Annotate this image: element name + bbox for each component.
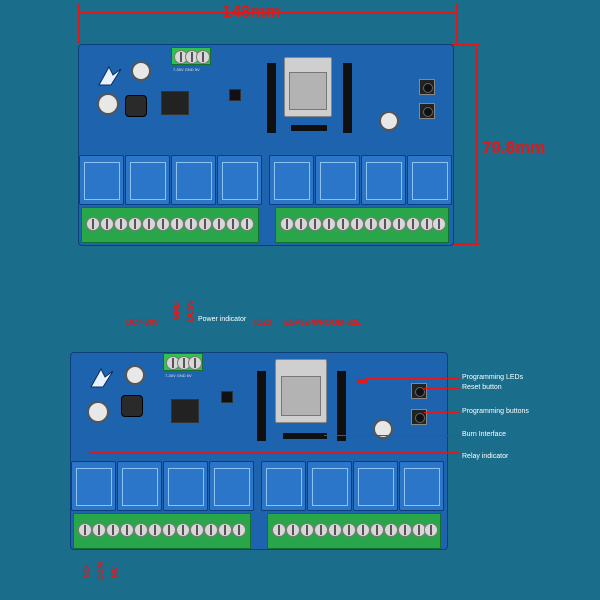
relay <box>171 155 216 205</box>
relay <box>163 461 208 511</box>
relay <box>117 461 162 511</box>
programming-leds <box>357 379 367 383</box>
capacitor <box>379 111 399 131</box>
relay <box>261 461 306 511</box>
power-terminal-block <box>163 353 203 371</box>
voltage-regulator <box>161 91 189 115</box>
terminal-bar-left <box>81 207 259 243</box>
callout-power-indicator: Power indicator <box>198 316 247 323</box>
relay <box>269 155 314 205</box>
label-dc5v: DC5V <box>186 300 195 322</box>
height-dimension-label: 79.8mm <box>482 138 546 157</box>
arrow-programming-leds <box>366 378 460 379</box>
callout-relay-indicator: Relay indicator <box>462 453 509 460</box>
burn-interface-header <box>291 125 327 131</box>
esp32-module <box>284 57 332 117</box>
relay-board-top: 7-30V GND 5V <box>78 44 454 246</box>
label-no: NO <box>82 566 91 578</box>
label-gnd: GND <box>172 302 181 320</box>
width-dimension-label: 148mm <box>222 2 281 21</box>
label-dc-input: DC7-30V <box>126 318 159 327</box>
relay <box>209 461 254 511</box>
terminal-bar-right <box>267 513 441 549</box>
relay <box>353 461 398 511</box>
arrow-burn-interface <box>324 435 460 436</box>
voltage-regulator <box>171 399 199 423</box>
relay <box>361 155 406 205</box>
capacitor <box>125 365 145 385</box>
relay <box>307 461 352 511</box>
esp32-module <box>275 359 327 423</box>
relay <box>125 155 170 205</box>
top-panel: 148mm 79.8mm 7-30V GND 5V <box>0 0 600 290</box>
terminal-bar-right <box>275 207 449 243</box>
callout-programming-leds: Programming LEDs <box>462 374 524 381</box>
arrow-programming-buttons <box>424 412 460 413</box>
callout-reset-button: Reset button <box>462 384 502 391</box>
program-button-icon <box>411 409 427 425</box>
inductor <box>121 395 143 417</box>
program-button-icon <box>419 103 435 119</box>
reset-button-icon <box>419 79 435 95</box>
relay-board-bottom: 7-30V GND 5V <box>70 352 448 550</box>
arrow-reset-button <box>424 388 460 389</box>
width-dimension-right-tick <box>456 4 458 44</box>
small-chip <box>229 89 241 101</box>
relay <box>407 155 452 205</box>
small-chip <box>221 391 233 403</box>
relay <box>79 155 124 205</box>
reset-button-icon <box>411 383 427 399</box>
capacitor <box>131 61 151 81</box>
callout-burn-interface: Burn Interface <box>462 431 506 438</box>
logo-icon <box>98 65 122 86</box>
header-left <box>267 63 276 133</box>
power-terminal-label: 7-30V GND 5V <box>165 373 192 378</box>
logo-icon <box>90 367 114 388</box>
bottom-panel: DC7-30V GND DC5V IO23 ESP32-WROOM-32E Po… <box>0 300 600 600</box>
arrow-relay-indicator <box>90 452 460 454</box>
power-terminal-label: 7-30V GND 5V <box>173 67 200 72</box>
terminal-bar-left <box>73 513 251 549</box>
power-terminal-block <box>171 47 211 65</box>
header-right <box>343 63 352 133</box>
height-dimension-bottom-tick <box>448 243 480 245</box>
burn-interface-header <box>283 433 327 439</box>
header-right <box>337 371 346 441</box>
capacitor <box>97 93 119 115</box>
width-dimension-left-tick <box>78 4 80 44</box>
inductor <box>125 95 147 117</box>
relay <box>71 461 116 511</box>
header-left <box>257 371 266 441</box>
height-dimension-line <box>476 44 478 244</box>
capacitor <box>373 419 393 439</box>
relay <box>399 461 444 511</box>
relay <box>217 155 262 205</box>
relay <box>315 155 360 205</box>
label-nc: NC <box>110 566 119 578</box>
callout-programming-buttons: Programming buttons <box>462 408 529 415</box>
label-io: IO23 <box>254 318 272 327</box>
label-module: ESP32-WROOM-32E <box>284 318 361 327</box>
label-com: COM <box>96 562 105 581</box>
width-dimension-line <box>78 12 458 14</box>
height-dimension-top-tick <box>448 44 480 46</box>
capacitor <box>87 401 109 423</box>
